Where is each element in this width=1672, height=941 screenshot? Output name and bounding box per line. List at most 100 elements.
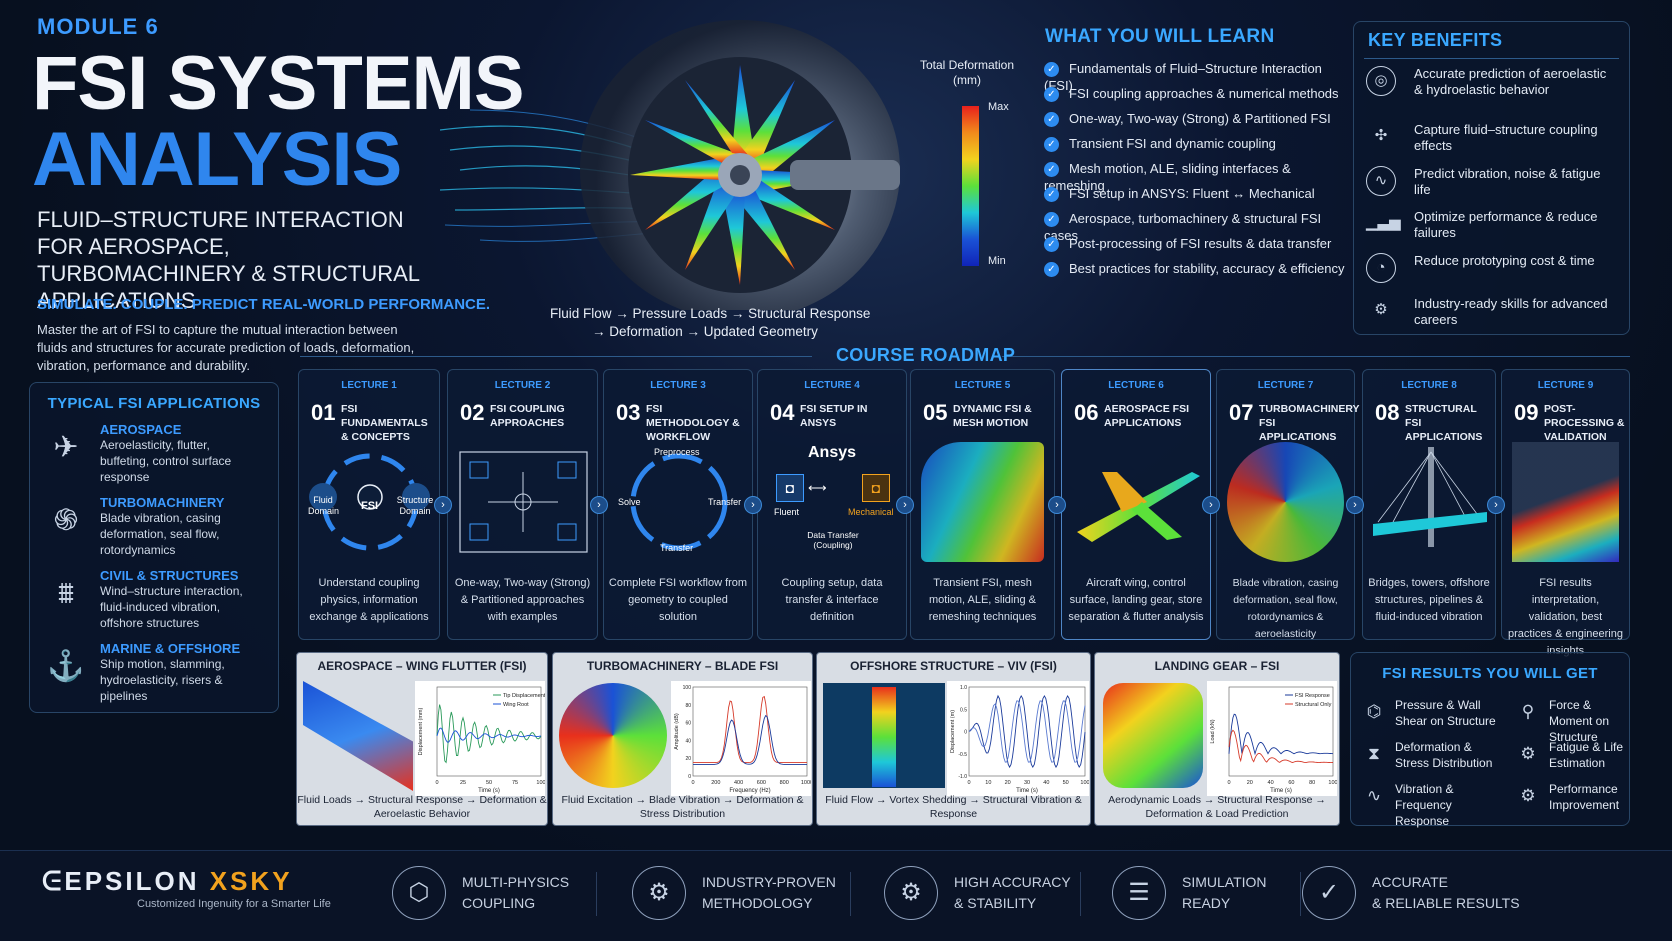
title-line2: ANALYSIS bbox=[32, 117, 402, 202]
x-tick-label: 25 bbox=[460, 780, 466, 786]
y-axis-label: Amplitude (dB) bbox=[674, 713, 680, 750]
x-tick-label: 0 bbox=[967, 780, 970, 786]
chart-bg bbox=[1207, 681, 1337, 796]
learn-item: ✓Best practices for stability, accuracy … bbox=[1044, 260, 1349, 285]
legend-max: Max bbox=[988, 101, 1009, 113]
y-tick-label: 0 bbox=[964, 730, 967, 736]
check-icon: ✓ bbox=[1044, 187, 1059, 203]
cube-icon: ⬡ bbox=[392, 866, 446, 920]
roadmap-arrow: › bbox=[1048, 496, 1066, 514]
result-item: ⚙Fatigue & Life Estimation bbox=[1515, 739, 1630, 771]
brand-logo: ᕮEPSILON XSKY bbox=[42, 866, 293, 896]
brand-slogan: Customized Ingenuity for a Smarter Life bbox=[137, 898, 331, 910]
fsi-label: FSI bbox=[361, 500, 379, 512]
benefit-item: ◎Accurate prediction of aeroelastic & hy… bbox=[1366, 66, 1616, 98]
turbomachinery-illustration bbox=[1227, 442, 1344, 562]
x-tick-label: 100 bbox=[1080, 780, 1089, 786]
roadmap-title: COURSE ROADMAP bbox=[836, 345, 1016, 365]
mesh-motion-illustration bbox=[921, 442, 1044, 562]
force-icon: ⚲ bbox=[1521, 702, 1535, 721]
lecture-card-8[interactable]: LECTURE 8 08 STRUCTURAL FSI APPLICATIONS… bbox=[1362, 369, 1496, 640]
chart-bg bbox=[947, 681, 1089, 796]
y-tick-label: 80 bbox=[685, 703, 691, 709]
series-line bbox=[968, 700, 1086, 763]
lecture-card-5[interactable]: LECTURE 5 05 DYNAMIC FSI & MESH MOTION T… bbox=[910, 369, 1055, 640]
lecture-1-diagram bbox=[309, 453, 430, 551]
check-icon: ✓ bbox=[1044, 262, 1059, 278]
module-label: MODULE 6 bbox=[37, 14, 159, 39]
series-line bbox=[1228, 713, 1334, 756]
y-axis-label: Displacement (mm) bbox=[418, 708, 424, 756]
footer-bar bbox=[0, 850, 1672, 941]
lecture-card-9[interactable]: LECTURE 9 09 POST-PROCESSING & VALIDATIO… bbox=[1501, 369, 1630, 657]
lecture-card-7[interactable]: LECTURE 7 07 TURBOMACHINERY FSI APPLICAT… bbox=[1216, 369, 1359, 640]
lecture-card-3[interactable]: LECTURE 3 03 FSI METHODOLOGY & WORKFLOW … bbox=[603, 369, 753, 640]
plot-frame bbox=[1228, 686, 1334, 777]
plot-frame bbox=[692, 686, 808, 777]
lecture-card-6[interactable]: LECTURE 6 06 AEROSPACE FSI APPLICATIONS … bbox=[1061, 369, 1211, 640]
x-tick-label: 10 bbox=[985, 780, 991, 786]
lecture-card-1[interactable]: LECTURE 1 01 FSI FUNDAMENTALS & CONCEPTS… bbox=[298, 369, 440, 640]
y-tick-label: 1.0 bbox=[960, 685, 967, 691]
x-axis-label: Time (s) bbox=[1016, 788, 1038, 794]
roadmap-arrow: › bbox=[896, 496, 914, 514]
wave-icon: ∿ bbox=[1366, 786, 1382, 805]
transfer-label-bottom: Transfer bbox=[660, 543, 694, 553]
x-tick-label: 1000 bbox=[801, 780, 811, 786]
sliders-icon: ☰ bbox=[1112, 866, 1166, 920]
x-tick-label: 0 bbox=[691, 780, 694, 786]
chart-up-icon: ▁▃▅ bbox=[1366, 214, 1401, 231]
benefit-item: ⚙Industry-ready skills for advanced care… bbox=[1366, 296, 1616, 328]
x-tick-label: 30 bbox=[1024, 780, 1030, 786]
gear-icon: ⚙ bbox=[1374, 301, 1388, 318]
series-line bbox=[693, 695, 807, 764]
legend-label: FSI Response bbox=[1295, 693, 1330, 699]
learn-item: ✓FSI setup in ANSYS: Fluent ↔ Mechanical bbox=[1044, 185, 1349, 210]
engine-illustration bbox=[440, 20, 900, 310]
results-title: FSI RESULTS YOU WILL GET bbox=[1382, 665, 1598, 682]
learn-item: ✓Aerospace, turbomachinery & structural … bbox=[1044, 211, 1322, 244]
learn-list: ✓Fundamentals of Fluid–Structure Interac… bbox=[1044, 60, 1349, 285]
fluent-icon: ◘ bbox=[776, 474, 804, 502]
check-icon: ✓ bbox=[1044, 112, 1059, 128]
transfer-label-right: Transfer bbox=[708, 497, 742, 507]
learn-title: WHAT YOU WILL LEARN bbox=[1045, 26, 1275, 47]
performance-icon: ⚙ bbox=[1520, 786, 1536, 805]
lecture-2-diagram bbox=[459, 451, 588, 553]
x-tick-label: 400 bbox=[734, 780, 743, 786]
data-transfer-label: Data Transfer (Coupling) bbox=[807, 530, 859, 550]
y-axis-label: Load (kN) bbox=[1210, 719, 1216, 743]
lecture-card-4[interactable]: LECTURE 4 04 FSI SETUP IN ANSYS Ansys ◘ … bbox=[757, 369, 907, 640]
legend-label: Structural Only bbox=[1295, 702, 1332, 708]
lecture-card-2[interactable]: LECTURE 2 02 FSI COUPLING APPROACHES One… bbox=[447, 369, 598, 640]
legend-min: Min bbox=[988, 255, 1006, 267]
clock-icon: ◔ bbox=[1366, 253, 1396, 283]
x-tick-label: 0 bbox=[435, 780, 438, 786]
roadmap-arrow: › bbox=[1202, 496, 1220, 514]
benefit-item: ✣Capture fluid–structure coupling effect… bbox=[1366, 122, 1616, 154]
key-benefits-panel: KEY BENEFITS ◎Accurate prediction of aer… bbox=[1353, 21, 1630, 335]
fluent-label: Fluent bbox=[774, 507, 800, 517]
y-tick-label: 100 bbox=[683, 685, 692, 691]
series-line bbox=[436, 727, 542, 743]
x-tick-label: 60 bbox=[1288, 780, 1294, 786]
results-panel: FSI RESULTS YOU WILL GET ⌬Pressure & Wal… bbox=[1350, 652, 1630, 828]
learn-item: ✓Transient FSI and dynamic coupling bbox=[1044, 135, 1349, 160]
benefit-item: ▁▃▅Optimize performance & reduce failure… bbox=[1366, 209, 1598, 240]
learn-item: ✓Mesh motion, ALE, sliding interfaces & … bbox=[1044, 161, 1291, 194]
roadmap-arrow: › bbox=[590, 496, 608, 514]
vibration-icon: ∿ bbox=[1366, 166, 1396, 196]
x-tick-label: 100 bbox=[1328, 780, 1337, 786]
flow-chain-line1: Fluid Flow → Pressure Loads → Structural… bbox=[550, 306, 871, 321]
landing-gear-contour bbox=[1103, 683, 1203, 788]
benefit-item: ∿Predict vibration, noise & fatigue life bbox=[1366, 166, 1616, 198]
series-line bbox=[968, 694, 1086, 769]
check-icon: ✓ bbox=[1044, 212, 1059, 228]
y-tick-label: 40 bbox=[685, 738, 691, 744]
